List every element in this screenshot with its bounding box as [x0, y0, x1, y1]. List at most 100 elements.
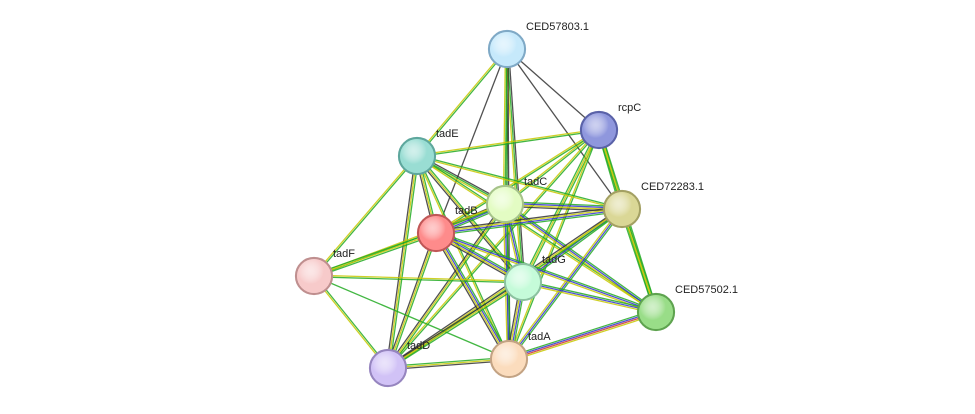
- node-label: CED57502.1: [675, 284, 738, 296]
- node-highlight: [400, 139, 434, 173]
- edge-strand: [388, 233, 439, 369]
- edge-rcpC-tadE: [416, 128, 600, 158]
- edge-strand: [417, 130, 600, 158]
- edge-strand: [312, 276, 388, 369]
- edge-strand: [435, 207, 622, 233]
- edge-strand: [435, 233, 656, 315]
- edge-tadG-CED57502.1: [522, 279, 657, 315]
- node-layer: CED57803.1 rcpC tadE tadC CED72283.1 tadB tadF…: [294, 21, 738, 388]
- edge-tadB-CED57502.1: [435, 230, 657, 315]
- node-label: tadA: [528, 331, 551, 343]
- edge-CED72283.1-tadB: [435, 205, 623, 237]
- edge-strand: [508, 310, 656, 359]
- node-label: tadB: [455, 205, 478, 217]
- node-label: CED57803.1: [526, 21, 589, 33]
- edge-tadD-tadA: [387, 356, 510, 371]
- edge-strand: [435, 48, 508, 234]
- edge-strand: [386, 280, 523, 368]
- node-highlight: [488, 187, 522, 221]
- node-tadD[interactable]: tadD: [368, 340, 430, 388]
- node-label: rcpC: [618, 102, 641, 114]
- edge-strand: [506, 48, 600, 131]
- edge-strand: [417, 154, 623, 209]
- edge-strand: [386, 202, 505, 368]
- edge-strand: [388, 204, 507, 370]
- edge-tadF-tadG: [313, 274, 524, 284]
- node-highlight: [639, 295, 673, 329]
- node-label: tadF: [333, 248, 355, 260]
- edge-strand: [416, 156, 656, 314]
- node-highlight: [297, 259, 331, 293]
- edge-strand: [522, 281, 657, 313]
- node-CED57803.1[interactable]: CED57803.1: [487, 21, 589, 69]
- edge-strand: [417, 155, 511, 359]
- node-CED72283.1[interactable]: CED72283.1: [602, 181, 704, 229]
- edge-tadB-tadF: [313, 230, 437, 279]
- edge-strand: [434, 233, 509, 360]
- edge-strand: [313, 275, 510, 360]
- edge-strand: [388, 282, 525, 370]
- edge-strand: [314, 156, 419, 277]
- edge-strand: [523, 279, 657, 312]
- edge-strand: [436, 232, 511, 359]
- edge-strand: [314, 274, 524, 282]
- node-label: tadE: [436, 128, 459, 140]
- node-label: tadG: [542, 254, 566, 266]
- edge-CED57803.1-CED72283.1: [506, 48, 623, 210]
- edge-strand: [385, 232, 436, 368]
- edge-strand: [507, 48, 526, 282]
- node-highlight: [506, 265, 540, 299]
- edge-strand: [435, 232, 657, 313]
- edge-strand: [436, 210, 623, 237]
- edge-strand: [387, 356, 509, 368]
- node-label: tadC: [524, 176, 547, 188]
- node-rcpC[interactable]: rcpC: [579, 102, 641, 150]
- edge-strand: [505, 200, 623, 208]
- node-tadE[interactable]: tadE: [397, 128, 459, 176]
- node-tadC[interactable]: tadC: [485, 176, 547, 224]
- node-highlight: [605, 192, 639, 226]
- edge-CED57803.1-rcpC: [506, 48, 600, 131]
- edge-strand: [508, 208, 623, 360]
- edge-strand: [387, 155, 418, 369]
- edge-strand: [436, 230, 657, 312]
- node-tadB[interactable]: tadB: [416, 205, 478, 253]
- node-tadA[interactable]: tadA: [489, 331, 551, 379]
- edge-CED57803.1-tadB: [435, 48, 508, 234]
- node-highlight: [419, 216, 453, 250]
- edge-strand: [387, 203, 506, 369]
- edge-strand: [313, 230, 436, 276]
- node-tadG[interactable]: tadG: [503, 254, 566, 302]
- node-highlight: [582, 113, 616, 147]
- edge-strand: [314, 275, 390, 368]
- edge-tadF-tadD: [312, 275, 390, 369]
- edge-strand: [435, 205, 622, 232]
- edge-strand: [387, 358, 510, 369]
- edge-strand: [436, 209, 623, 235]
- edge-tadE-tadD: [385, 155, 420, 369]
- edge-strand: [313, 276, 523, 284]
- edge-strand: [387, 281, 524, 369]
- node-highlight: [492, 342, 526, 376]
- edge-strand: [509, 209, 624, 361]
- edge-tadF-tadA: [313, 275, 510, 360]
- edge-strand: [313, 232, 437, 277]
- edge-strand: [388, 359, 510, 371]
- edge-strand: [416, 128, 599, 156]
- node-label: CED72283.1: [641, 181, 704, 193]
- node-CED57502.1[interactable]: CED57502.1: [636, 284, 738, 332]
- node-tadF[interactable]: tadF: [294, 248, 355, 296]
- edge-strand: [312, 155, 417, 276]
- edge-tadB-tadA: [433, 231, 512, 361]
- edge-strand: [388, 156, 420, 369]
- edge-strand: [385, 155, 417, 368]
- edge-strand: [386, 207, 622, 368]
- edge-strand: [433, 233, 508, 361]
- edge-tadG-tadD: [386, 280, 525, 370]
- node-label: tadD: [407, 340, 430, 352]
- edge-strand: [416, 156, 622, 211]
- edge-strand: [506, 48, 524, 283]
- edge-strand: [314, 233, 437, 279]
- edge-strand: [509, 313, 657, 362]
